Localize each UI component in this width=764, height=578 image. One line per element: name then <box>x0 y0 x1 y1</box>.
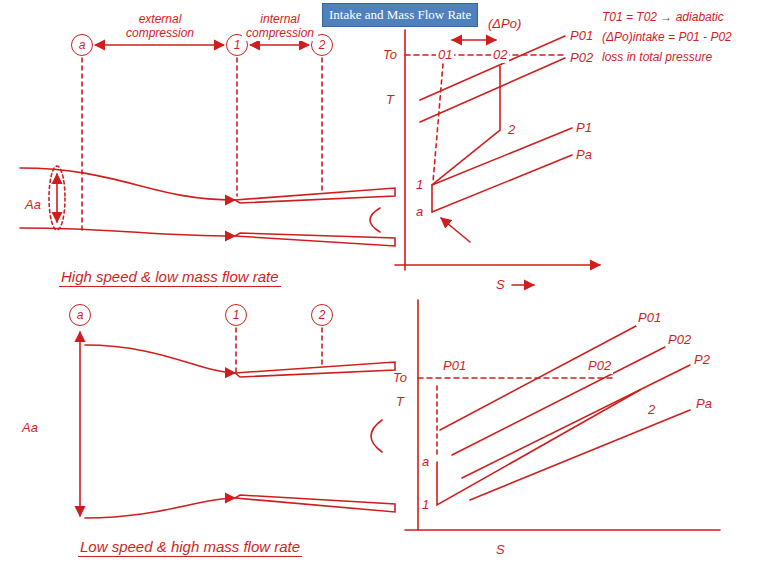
pointer-arrow <box>441 218 470 242</box>
station-circle: 1 <box>225 304 247 326</box>
station-line <box>81 58 83 230</box>
annotation: 2 <box>646 403 657 418</box>
center-spike <box>370 208 380 232</box>
annotation: P02 <box>586 359 613 374</box>
total-temperature-line <box>405 54 565 56</box>
edge-label: internal compression <box>242 13 318 41</box>
streamline <box>20 168 235 200</box>
annotation: a <box>420 455 431 470</box>
annotation: (ΔPo)intake = P01 - P02 <box>600 31 734 45</box>
annotation: S <box>494 543 507 558</box>
annotation: (ΔPo) <box>486 17 523 32</box>
intake-wall <box>235 362 395 377</box>
area-arrow <box>56 174 58 222</box>
title-banner: Intake and Mass Flow Rate <box>322 3 478 27</box>
station-number: 2 <box>319 309 326 321</box>
station-circle: a <box>71 34 93 56</box>
annotation: Aa <box>23 198 43 213</box>
annotation: P01 <box>636 311 663 326</box>
station-number: 1 <box>234 39 241 51</box>
annotation: 1 <box>414 178 425 193</box>
intake-wall <box>235 188 395 203</box>
annotation: T <box>384 93 396 108</box>
isobar <box>452 347 665 455</box>
annotation: a <box>414 205 425 220</box>
annotation: Pa <box>694 397 714 412</box>
station-circle: a <box>69 304 91 326</box>
compression-arrow <box>95 44 224 46</box>
station-line <box>235 328 237 372</box>
axis <box>405 529 720 531</box>
annotation: High speed & low mass flow rate <box>59 268 281 287</box>
axis <box>395 264 600 266</box>
annotation: P02 <box>666 333 693 348</box>
annotation: 02 <box>491 48 509 63</box>
annotation: To <box>391 371 409 386</box>
streamline <box>85 498 235 518</box>
station-number: a <box>77 309 84 321</box>
capture-area <box>49 166 65 230</box>
process-line <box>432 66 500 212</box>
intake-wall <box>235 233 395 246</box>
compression-arrow <box>250 44 309 46</box>
isobar <box>440 326 636 430</box>
station-line <box>236 58 238 196</box>
station-line <box>321 58 323 192</box>
total-temperature-line <box>418 377 612 379</box>
isobar <box>432 155 572 212</box>
annotation: Pa <box>574 148 594 163</box>
annotation: loss in total pressure <box>600 51 714 65</box>
annotation: P01 <box>441 359 468 374</box>
delta-arrow <box>452 39 496 41</box>
streamline <box>85 345 235 373</box>
annotation: Aa <box>20 421 40 436</box>
station-circle: 2 <box>311 304 333 326</box>
axis <box>417 300 419 530</box>
annotation: S <box>494 278 507 293</box>
annotation: P01 <box>568 29 595 44</box>
intake-wall <box>235 495 395 512</box>
edge-label: external compression <box>122 13 198 41</box>
center-spike <box>371 420 382 452</box>
projection-line <box>436 386 438 455</box>
isobar <box>420 58 565 122</box>
axis <box>404 30 406 270</box>
annotation: T <box>394 395 406 410</box>
streamline <box>20 228 235 236</box>
isobar <box>432 128 572 185</box>
annotation: 2 <box>506 123 517 138</box>
annotation: Low speed & high mass flow rate <box>78 538 302 557</box>
annotation: T01 = T02 → adiabatic <box>600 11 726 25</box>
station-line <box>321 328 323 366</box>
axis-arrow <box>512 284 534 286</box>
annotation: P1 <box>574 121 594 136</box>
station-number: 1 <box>233 309 240 321</box>
annotation: 1 <box>420 498 431 513</box>
station-number: a <box>79 39 86 51</box>
annotation: To <box>381 48 399 63</box>
annotation: P02 <box>568 51 595 66</box>
annotation: 01 <box>436 48 454 63</box>
process-line <box>437 390 640 505</box>
projection-line <box>433 64 443 182</box>
isobar <box>462 365 690 478</box>
station-number: 2 <box>319 39 326 51</box>
annotation: P2 <box>692 353 712 368</box>
area-arrow <box>79 332 81 516</box>
